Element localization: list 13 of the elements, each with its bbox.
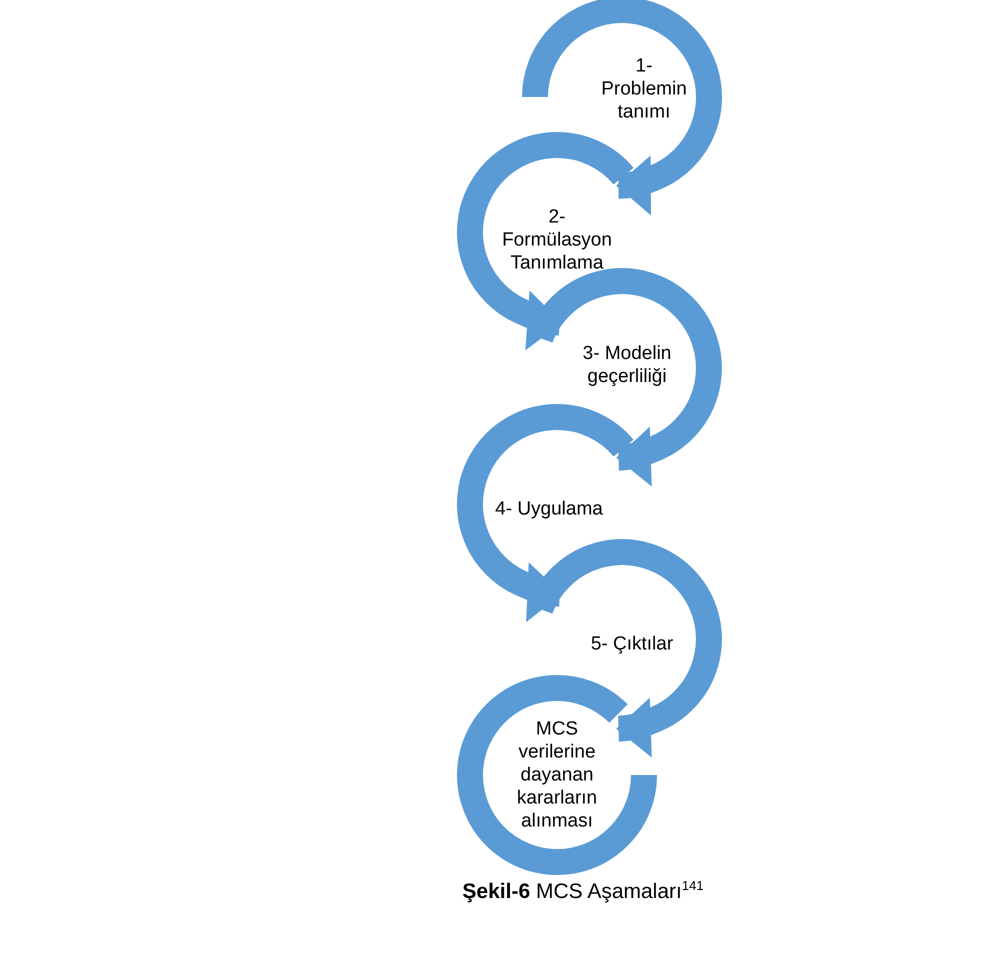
arrow: [616, 696, 658, 756]
step-label: 3- Modelin geçerliliği: [582, 342, 672, 388]
arrow: [520, 289, 562, 349]
arrow: [616, 425, 658, 485]
arrow: [520, 560, 562, 621]
step-label: 4- Uygulama: [494, 498, 604, 520]
step-label: MCS verilerine dayanan kararların alınması: [516, 718, 598, 832]
arrow: [616, 154, 658, 214]
step-label: 1- Problemin tanımı: [600, 54, 688, 124]
step-label: 5- Çıktılar: [590, 632, 674, 656]
step-label: 2- Formülasyon Tanımlama: [501, 206, 613, 274]
ring-step: [457, 675, 657, 875]
figure-caption: Şekil-6 MCS Aşamaları$^{141}$: [461, 878, 705, 904]
